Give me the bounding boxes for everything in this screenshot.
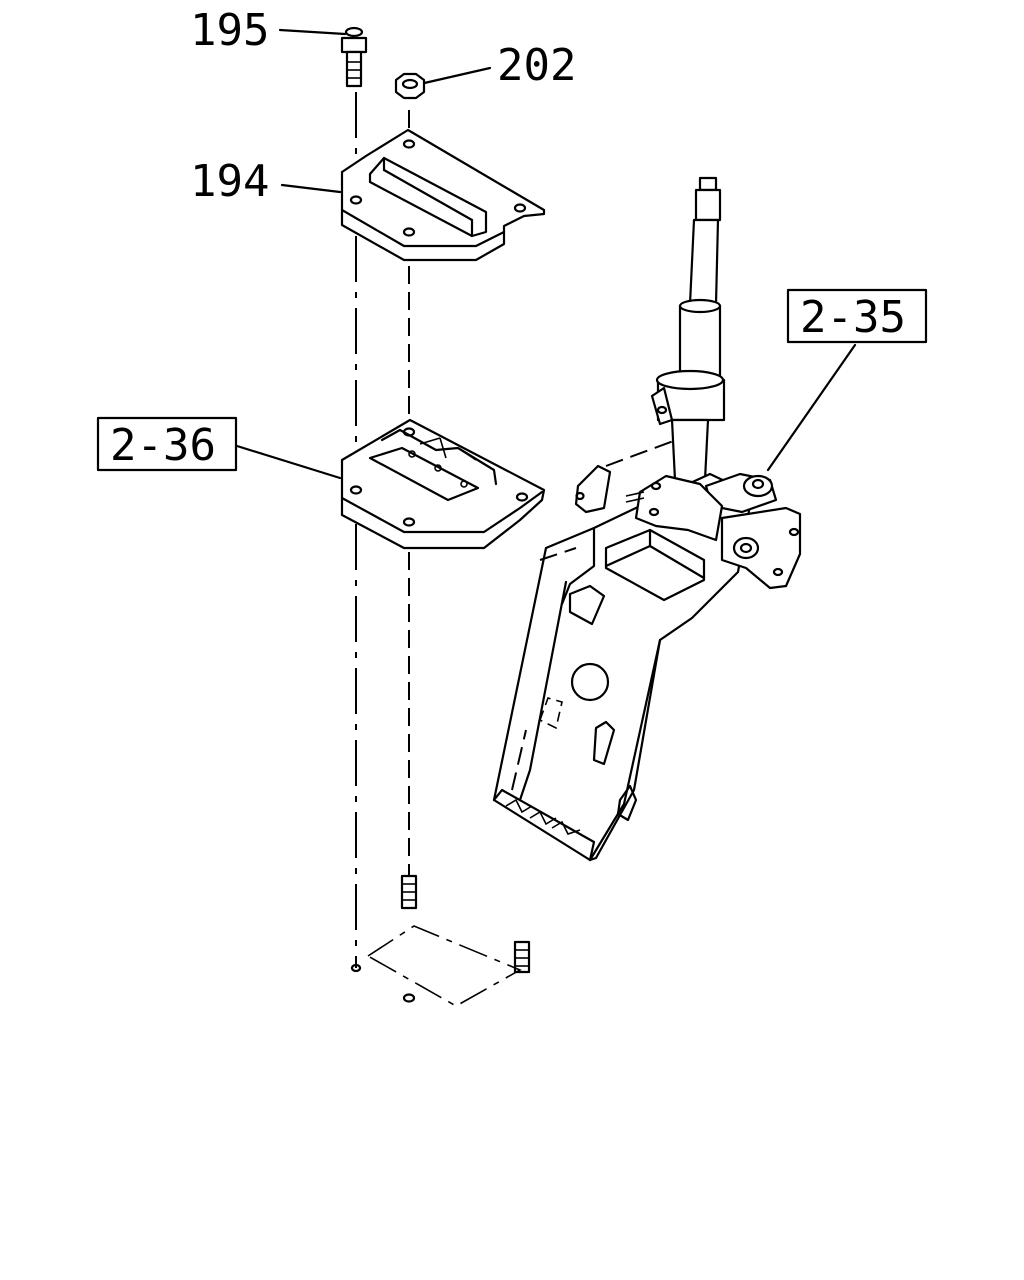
leader-2-36 (235, 444, 342, 480)
label-2-36: 2-36 (110, 420, 216, 471)
shift-lever-assembly (492, 176, 802, 862)
stud-lower (400, 874, 418, 910)
stud-side (513, 940, 531, 974)
floor-cutout (350, 925, 522, 1007)
ref-box-2-36[interactable]: 2-36 (96, 416, 238, 472)
leader-202 (418, 66, 492, 86)
plate-2-36 (340, 418, 546, 550)
nut-202 (394, 72, 426, 100)
label-202: 202 (497, 40, 576, 91)
bolt-195 (340, 26, 368, 88)
label-194: 194 (190, 156, 269, 207)
bracket-194 (340, 128, 546, 262)
leader-194 (280, 183, 342, 194)
leader-195 (278, 28, 347, 36)
ref-box-2-35[interactable]: 2-35 (786, 288, 928, 344)
leader-2-35 (766, 343, 857, 472)
label-195: 195 (190, 5, 269, 56)
label-2-35: 2-35 (800, 292, 906, 343)
